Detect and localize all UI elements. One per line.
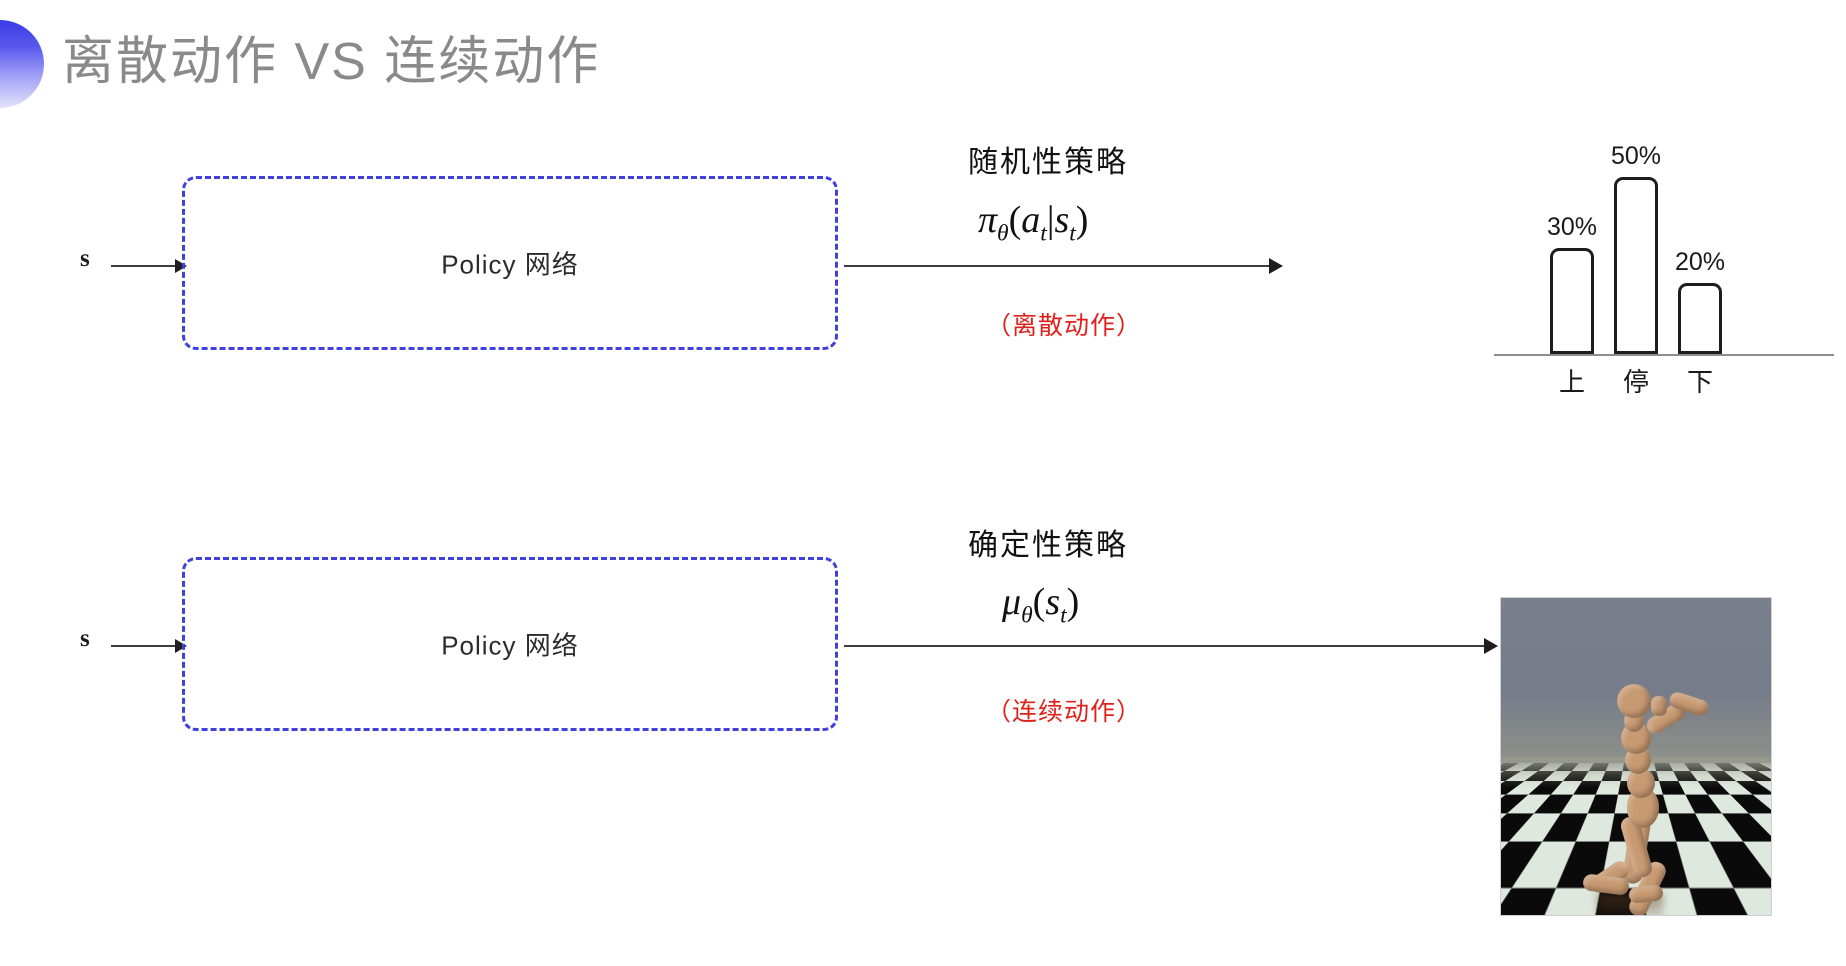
formula-close-paren: ) xyxy=(1066,581,1080,623)
bar-category-label: 下 xyxy=(1686,367,1713,397)
bar-category-label: 上 xyxy=(1558,367,1585,397)
bar-column: 30% xyxy=(1542,213,1602,354)
bar-value-label: 50% xyxy=(1610,142,1662,170)
humanoid-simulation-image xyxy=(1500,597,1772,916)
bar-column: 50% xyxy=(1606,142,1666,354)
formula-a-sub: t xyxy=(1040,220,1047,247)
formula-close-paren: ) xyxy=(1075,199,1089,241)
policy-formula-continuous: μθ(st) xyxy=(1002,580,1079,630)
formula-s-sub: t xyxy=(1060,602,1067,629)
formula-s: s xyxy=(1054,199,1070,241)
bar-value-label: 30% xyxy=(1546,213,1598,241)
formula-s-sub: t xyxy=(1069,220,1076,247)
formula-mu: μ xyxy=(1002,581,1022,623)
half-circle-gradient-icon xyxy=(0,20,44,108)
formula-a: a xyxy=(1021,199,1041,241)
action-note-continuous: （连续动作） xyxy=(986,698,1143,726)
formula-s: s xyxy=(1045,581,1061,623)
chart-x-axis xyxy=(1494,354,1834,356)
formula-theta: θ xyxy=(997,220,1009,247)
bar-value-label: 20% xyxy=(1674,248,1726,276)
arrow-state-to-policy-discrete xyxy=(111,265,185,267)
chart-category-labels: 上 停 下 xyxy=(1494,356,1834,397)
state-input-label-continuous: s xyxy=(80,625,90,652)
arrow-state-to-policy-continuous xyxy=(111,645,185,647)
arrow-policy-to-output-discrete xyxy=(844,265,1281,267)
policy-formula-discrete: πθ(at|st) xyxy=(978,198,1088,248)
slide-header: 离散动作 VS 连续动作 xyxy=(0,0,1846,130)
formula-open-paren: ( xyxy=(1032,581,1046,623)
action-note-discrete: （离散动作） xyxy=(986,312,1143,340)
bar-rect xyxy=(1614,177,1658,354)
bar-rect xyxy=(1678,283,1722,354)
policy-kind-label-discrete: 随机性策略 xyxy=(968,146,1128,179)
action-probability-bar-chart: 30% 50% 20% 上 停 下 xyxy=(1494,96,1834,397)
bar-column: 20% xyxy=(1670,248,1730,354)
humanoid-hand xyxy=(1651,696,1667,716)
formula-theta: θ xyxy=(1021,602,1033,629)
policy-network-box-discrete[interactable]: Policy 网络 xyxy=(182,176,838,350)
policy-network-label-continuous: Policy 网络 xyxy=(441,630,579,661)
formula-pi: π xyxy=(978,199,998,241)
state-input-label-discrete: s xyxy=(80,245,90,272)
bar-category-label: 停 xyxy=(1622,367,1649,397)
policy-kind-label-continuous: 确定性策略 xyxy=(968,529,1128,562)
policy-network-box-continuous[interactable]: Policy 网络 xyxy=(182,557,838,731)
formula-bar: | xyxy=(1046,199,1055,241)
humanoid-head xyxy=(1617,684,1651,718)
arrow-policy-to-output-continuous xyxy=(844,645,1496,647)
page-title: 离散动作 VS 连续动作 xyxy=(62,33,601,91)
bar-rect xyxy=(1550,248,1594,354)
policy-network-label-discrete: Policy 网络 xyxy=(441,249,579,280)
formula-open-paren: ( xyxy=(1008,199,1022,241)
